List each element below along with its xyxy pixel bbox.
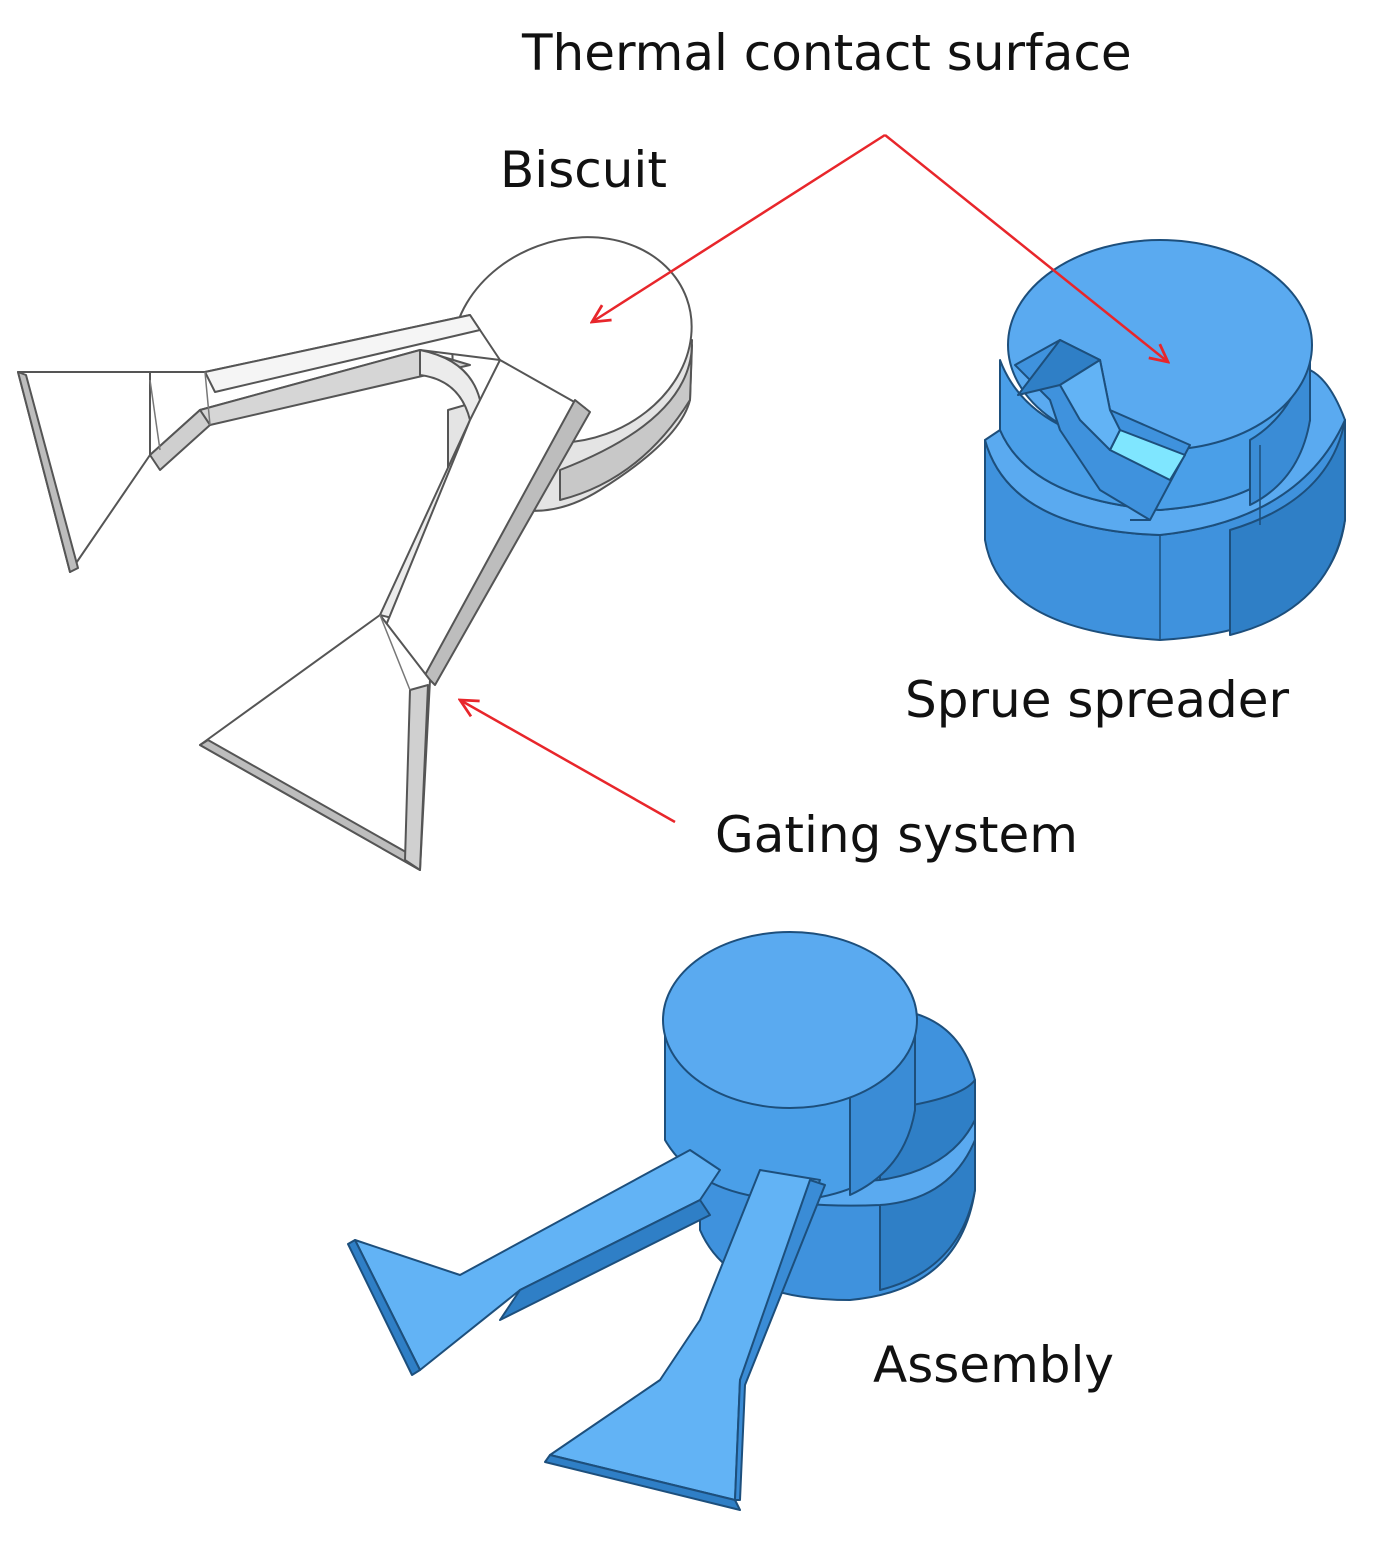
arrow-to-sprue-spreader xyxy=(884,134,1168,362)
label-sprue-spreader: Sprue spreader xyxy=(905,671,1290,729)
assembly-biscuit-top-face xyxy=(662,931,918,1109)
label-biscuit: Biscuit xyxy=(500,141,667,199)
annotation-arrows xyxy=(460,133,1168,824)
assembly-model xyxy=(347,931,976,1511)
gating-system-wireframe xyxy=(17,236,693,871)
arrow-to-biscuit xyxy=(592,133,886,322)
label-thermal-contact-surface: Thermal contact surface xyxy=(522,24,1132,82)
label-gating-system: Gating system xyxy=(715,806,1078,864)
sprue-spreader-model xyxy=(984,239,1346,641)
arrow-to-gating-system xyxy=(460,700,676,824)
label-assembly: Assembly xyxy=(873,1336,1114,1394)
